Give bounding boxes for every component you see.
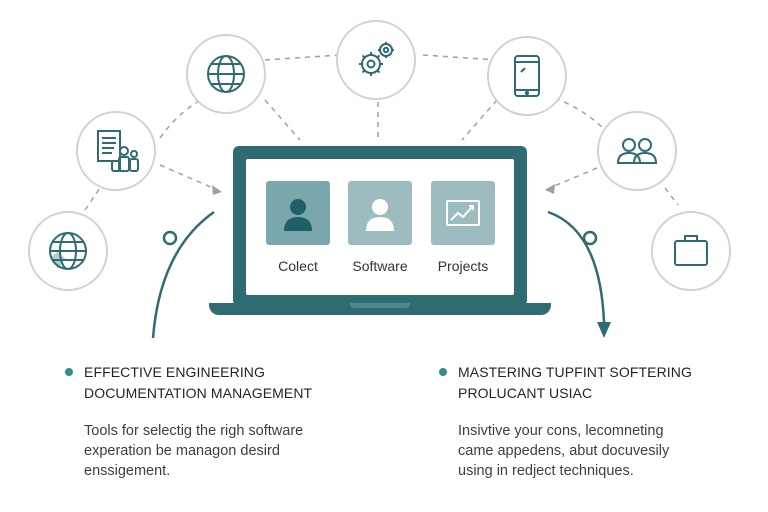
left-heading-line1: EFFECTIVE ENGINEERING xyxy=(84,364,266,380)
left-heading: EFFECTIVE ENGINEERING DOCUMENTATION MANA… xyxy=(84,362,312,404)
globe-icon-circle xyxy=(186,34,266,114)
tile-colect[interactable] xyxy=(266,181,330,245)
right-heading-line1: MASTERING TUPFINT SOFTERING xyxy=(458,364,692,380)
laptop-base xyxy=(209,303,551,315)
document-team-icon xyxy=(97,130,139,172)
tile-colect-label: Colect xyxy=(278,258,318,274)
tile-projects-label: Projects xyxy=(437,258,489,274)
right-heading-line2: PROLUCANT USIAC xyxy=(458,385,593,401)
globe-map-icon xyxy=(49,232,87,270)
left-heading-line2: DOCUMENTATION MANAGEMENT xyxy=(84,385,313,401)
right-body-line1: Insivtive your cons, lecomneting xyxy=(458,423,664,439)
gears-icon xyxy=(359,42,394,76)
chart-icon xyxy=(446,200,480,226)
left-body-line3: enssigement. xyxy=(84,463,171,479)
left-body-line1: Tools for selectig the righ software xyxy=(84,423,304,439)
gears-icon-circle xyxy=(336,20,416,100)
tile-software[interactable] xyxy=(348,181,412,245)
team-icon xyxy=(616,138,658,164)
tile-projects[interactable] xyxy=(431,181,495,245)
team-icon-circle xyxy=(597,111,677,191)
left-body-line2: experation be managon desird xyxy=(84,443,280,459)
tablet-icon-circle xyxy=(487,36,567,116)
right-body-line2: came appedens, abut docuvesily xyxy=(458,443,670,459)
globe-map-icon-circle xyxy=(28,211,108,291)
laptop-notch xyxy=(350,303,410,308)
left-bullet xyxy=(65,368,73,376)
tablet-icon xyxy=(514,55,540,97)
right-body: Insivtive your cons, lecomneting came ap… xyxy=(458,421,669,481)
person-icon xyxy=(284,199,312,231)
document-team-icon-circle xyxy=(76,111,156,191)
globe-icon xyxy=(207,55,245,93)
person-icon xyxy=(366,199,394,231)
tile-software-label: Software xyxy=(352,258,408,274)
right-bullet xyxy=(439,368,447,376)
briefcase-icon-circle xyxy=(651,211,731,291)
briefcase-icon xyxy=(674,235,708,266)
left-body: Tools for selectig the righ software exp… xyxy=(84,421,303,481)
right-body-line3: using in redject techniques. xyxy=(458,463,634,479)
right-heading: MASTERING TUPFINT SOFTERING PROLUCANT US… xyxy=(458,362,692,404)
